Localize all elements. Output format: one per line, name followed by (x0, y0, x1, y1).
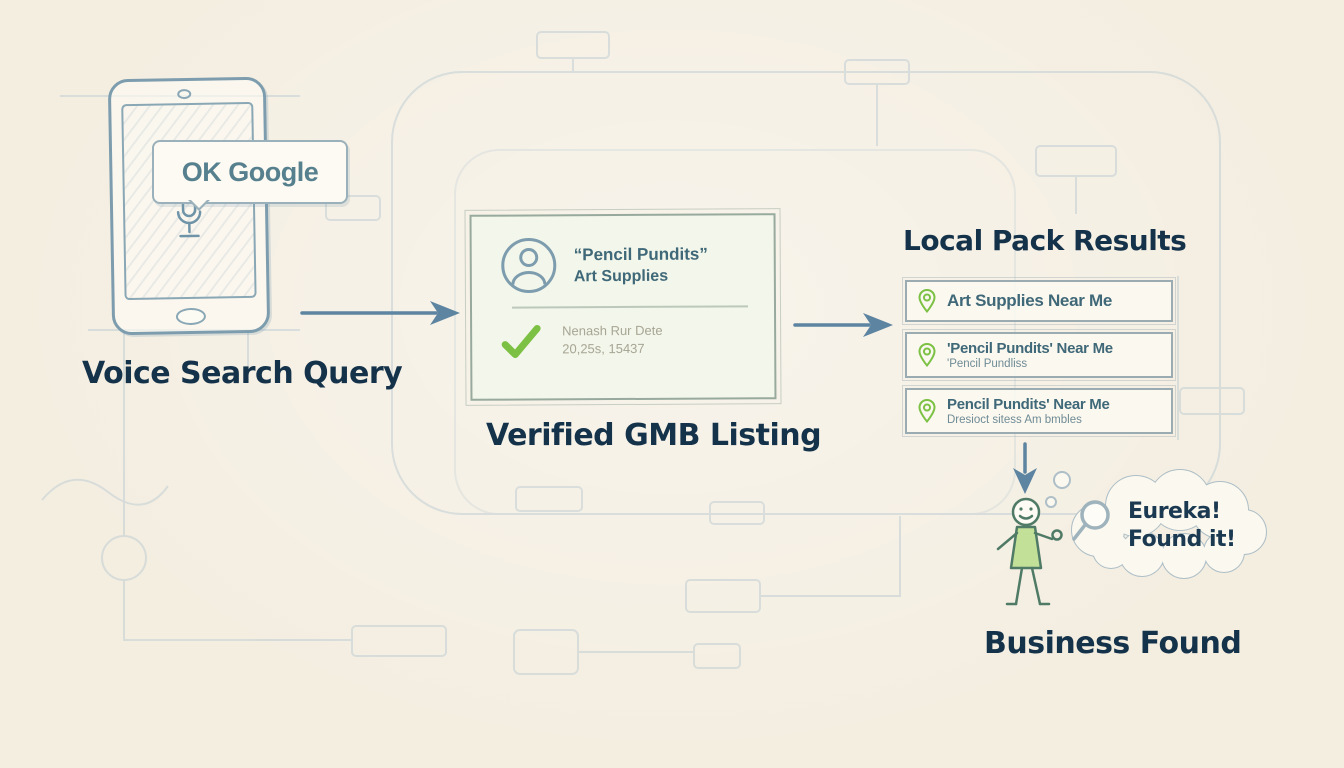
local-pack-result-3: Pencil Pundits' Near Me Dresioct sitess … (902, 385, 1176, 437)
thought-line1: Eureka! (1128, 499, 1221, 524)
verified-checkmark-icon (501, 324, 541, 359)
result-line1: 'Pencil Pundits' Near Me (947, 340, 1113, 357)
verified-gmb-listing-label: Verified GMB Listing (486, 418, 822, 453)
phone-home-button (175, 307, 207, 326)
result-line1: Pencil Pundits' Near Me (947, 396, 1110, 413)
business-found-label: Business Found (984, 626, 1242, 661)
magnifier-icon (1072, 500, 1110, 541)
result-text: Art Supplies Near Me (947, 291, 1112, 312)
gmb-listing-card: “Pencil Pundits” Art Supplies Nenash Rur… (464, 208, 782, 406)
phone-speaker-dot (177, 88, 192, 100)
gmb-card-header: “Pencil Pundits” Art Supplies (472, 215, 774, 305)
thought-line2: Found it! (1128, 526, 1236, 552)
result-line2: Dresioct sitess Am bmbles (947, 414, 1082, 426)
local-pack-result-1: Art Supplies Near Me (902, 277, 1176, 325)
local-pack-results-title: Local Pack Results (903, 224, 1187, 257)
listing-details: Nenash Rur Dete 20,25s, 15437 (562, 322, 663, 359)
stick-figure (996, 497, 1063, 606)
listing-detail-line2: 20,25s, 15437 (562, 341, 645, 357)
arrow-phone-to-gmb (300, 301, 460, 325)
result-line2: 'Pencil Pundliss (947, 358, 1028, 370)
business-name: “Pencil Pundits” (573, 244, 708, 264)
map-pin-icon (918, 398, 936, 424)
map-pin-icon (918, 288, 936, 314)
arrow-gmb-to-localpack (793, 313, 893, 337)
map-pin-icon (918, 342, 936, 368)
voice-search-query-label: Voice Search Query (82, 356, 403, 391)
result-line1: Art Supplies Near Me (947, 290, 1112, 310)
gmb-card-details: Nenash Rur Dete 20,25s, 15437 (472, 307, 774, 363)
speech-bubble-text: OK Google (181, 156, 319, 187)
local-pack-results-list: Art Supplies Near Me 'Pencil Pundits' Ne… (902, 277, 1176, 444)
arrow-localpack-to-found (1013, 442, 1037, 494)
business-identity: “Pencil Pundits” Art Supplies (574, 244, 708, 286)
avatar-icon (501, 237, 557, 293)
thought-dots (1045, 471, 1071, 508)
result-text: Pencil Pundits' Near Me Dresioct sitess … (947, 396, 1110, 426)
listing-detail-line1: Nenash Rur Dete (562, 322, 663, 339)
speech-bubble: OK Google (152, 140, 348, 211)
local-pack-result-2: 'Pencil Pundits' Near Me 'Pencil Pundlis… (902, 329, 1176, 381)
business-type: Art Supplies (573, 267, 669, 285)
result-text: 'Pencil Pundits' Near Me 'Pencil Pundlis… (947, 340, 1113, 370)
thought-text: Eureka! Found it! (1128, 498, 1236, 553)
